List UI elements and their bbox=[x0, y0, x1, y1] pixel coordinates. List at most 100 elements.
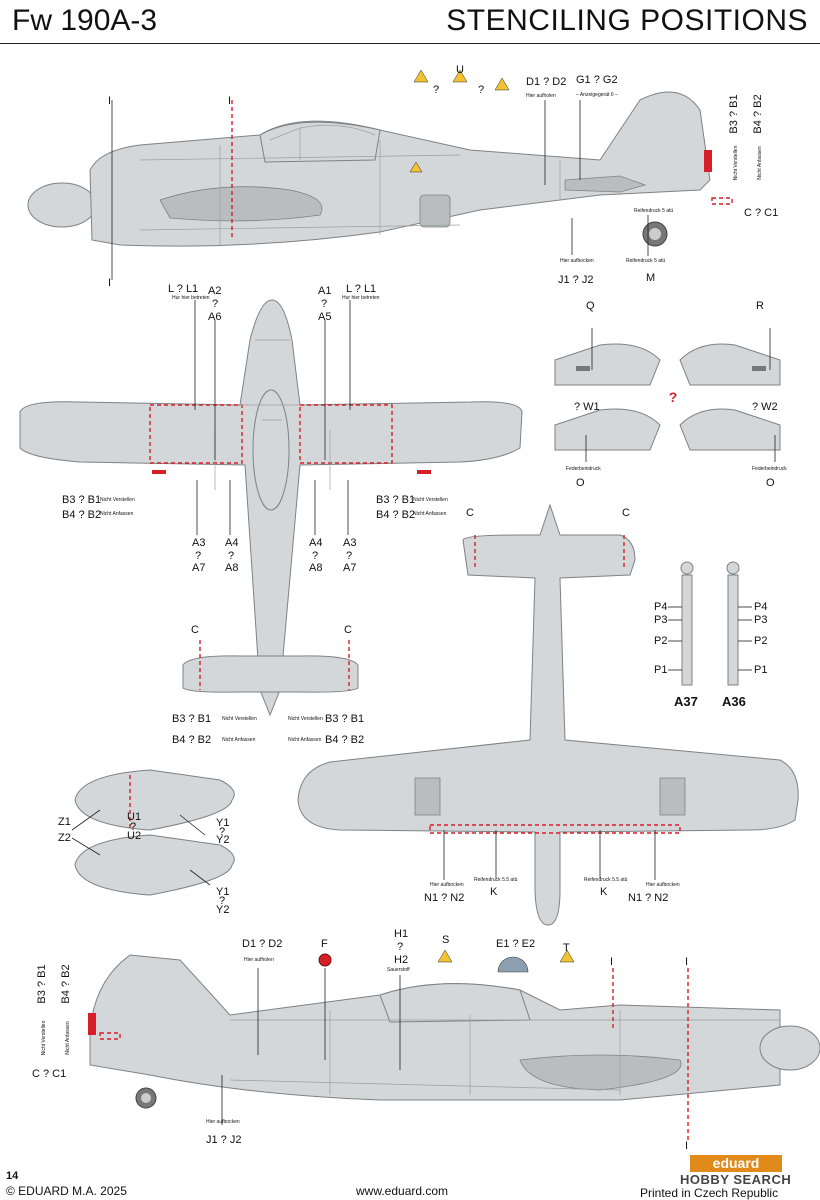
stencil-R: R bbox=[756, 300, 764, 312]
aircraft-model-title: Fw 190A-3 bbox=[12, 4, 158, 37]
printed-in-text: Printed in Czech Republic bbox=[640, 1186, 779, 1200]
plan-view-upper bbox=[19, 299, 523, 717]
stencil-A3-sep-l: ? bbox=[195, 550, 202, 562]
stencil-B3-B1-bottom: B3 ? B1 bbox=[36, 964, 48, 1004]
marker-I-3: I bbox=[108, 277, 112, 289]
stencil-nicht-anfassen-wl: Nicht Anfassen bbox=[100, 511, 134, 517]
stencil-C-lower-l: C bbox=[466, 507, 474, 519]
landing-gear-legs bbox=[668, 561, 752, 686]
stencil-A6: A6 bbox=[208, 311, 222, 323]
stencil-E1-E2: E1 ? E2 bbox=[496, 938, 536, 950]
marker-I-1: I bbox=[108, 95, 112, 107]
stencil-Z2: Z2 bbox=[58, 832, 71, 844]
stencil-C-tail-r: C bbox=[344, 624, 352, 636]
eduard-logo: eduard bbox=[690, 1155, 782, 1172]
stencil-reifendruck-5: Reifendruck 5 atü bbox=[626, 258, 666, 264]
stencil-G1-G2: G1 ? G2 bbox=[576, 74, 618, 86]
stencil-nicht-verstellen-tl: Nicht Verstellen bbox=[222, 716, 257, 722]
stencil-B4-B2-wing-r: B4 ? B2 bbox=[376, 509, 416, 521]
stencil-Y2-a: Y2 bbox=[216, 834, 230, 846]
marker-I-2: I bbox=[228, 95, 232, 107]
gear-A37-P2: P2 bbox=[654, 635, 668, 647]
gear-A36-P3: P3 bbox=[754, 614, 768, 626]
stencil-nicht-anfassen-top: Nicht Anfassen bbox=[757, 146, 763, 180]
stencil-A4-sep-r: ? bbox=[312, 550, 319, 562]
stencil-B3-B1-wing-r: B3 ? B1 bbox=[376, 494, 416, 506]
stencil-B3-B1-top: B3 ? B1 bbox=[728, 94, 740, 134]
stencil-A3-r: A3 bbox=[343, 537, 357, 549]
stencil-W1: ? W1 bbox=[574, 401, 600, 413]
stencil-hier-aufholen-bottom: Hier aufholen bbox=[244, 957, 274, 963]
stencil-nicht-verstellen-bottom: Nicht Verstellen bbox=[41, 1020, 47, 1056]
stencil-D1-D2-bottom: D1 ? D2 bbox=[242, 938, 283, 950]
stencil-nicht-verstellen-tr: Nicht Verstellen bbox=[288, 716, 323, 722]
stencil-B4-B2-wing-l: B4 ? B2 bbox=[62, 509, 102, 521]
stencil-Y1-b: Y1 bbox=[216, 886, 230, 898]
stencil-A8-r: A8 bbox=[309, 562, 323, 574]
stencil-K-l: K bbox=[490, 886, 498, 898]
hobby-search-watermark: HOBBY SEARCH bbox=[680, 1172, 792, 1187]
stencil-A7-l: A7 bbox=[192, 562, 206, 574]
stencil-H-sep: ? bbox=[397, 941, 404, 953]
stencil-hier-aufholen: Hier aufholen bbox=[526, 93, 556, 99]
stencil-hier-betreten-right: Hur hier betreten bbox=[342, 295, 380, 301]
copyright-text: © EDUARD M.A. 2025 bbox=[6, 1184, 127, 1198]
stencil-A2: A2 bbox=[208, 285, 222, 297]
gear-A37-P1: P1 bbox=[654, 664, 668, 676]
stencil-nicht-anfassen-tl: Nicht Anfassen bbox=[222, 737, 256, 743]
stencil-A2-sep: ? bbox=[212, 298, 219, 310]
stencil-C-lower-r: C bbox=[622, 507, 630, 519]
stencil-A1: A1 bbox=[318, 285, 332, 297]
stencil-hier-aufbocken-ll: Hier aufbocken bbox=[430, 882, 464, 888]
flap-details: ? bbox=[554, 328, 781, 462]
stencil-nicht-anfassen-wr: Nicht Anfassen bbox=[413, 511, 447, 517]
marker-I-4: I bbox=[610, 956, 614, 968]
stencil-hier-aufbocken-lr: Hier aufbocken bbox=[646, 882, 680, 888]
stencil-J1-J2-top: J1 ? J2 bbox=[558, 274, 594, 286]
stencil-Y-sep-b: ? bbox=[219, 895, 226, 907]
stencil-H1: H1 bbox=[394, 928, 409, 940]
stencil-U2: U2 bbox=[127, 830, 142, 842]
stencil-C-C1-bottom: C ? C1 bbox=[32, 1068, 67, 1080]
gear-A36-P4: P4 bbox=[754, 601, 768, 613]
stencil-nicht-verstellen-top: Nicht Verstellen bbox=[733, 145, 739, 181]
stencil-K-r: K bbox=[600, 886, 608, 898]
stencil-U-sep: ? bbox=[130, 821, 137, 833]
stencil-U: U bbox=[456, 64, 464, 76]
stencil-nicht-anfassen-tr: Nicht Anfassen bbox=[288, 737, 322, 743]
drop-tanks bbox=[71, 769, 235, 896]
page-number: 14 bbox=[6, 1170, 19, 1182]
stencil-O-r: O bbox=[766, 477, 775, 489]
plan-view-lower bbox=[297, 503, 799, 926]
marker-I-5: I bbox=[685, 956, 689, 968]
alt-sep-2: ? bbox=[478, 84, 485, 96]
stencil-H2: H2 bbox=[394, 954, 409, 966]
stencil-L-L1-left: L ? L1 bbox=[168, 283, 199, 295]
stencil-U1: U1 bbox=[127, 811, 142, 823]
stencil-A4-l: A4 bbox=[225, 537, 239, 549]
stencil-B3-B1-tail-l: B3 ? B1 bbox=[172, 713, 212, 725]
stencil-sauerstoff: Sauerstoff bbox=[387, 967, 410, 973]
side-view-left bbox=[27, 69, 733, 280]
gear-A36-title: A36 bbox=[722, 694, 746, 709]
stencil-N1-N2-l: N1 ? N2 bbox=[424, 892, 465, 904]
stencil-nicht-verstellen-wr: Nicht Verstellen bbox=[413, 497, 448, 503]
stencil-reifendruck-55-r: Reifendruck 5.5 atü bbox=[584, 877, 628, 883]
stencil-N1-N2-r: N1 ? N2 bbox=[628, 892, 669, 904]
stencil-C-C1-top: C ? C1 bbox=[744, 207, 779, 219]
stencil-B4-B2-bottom: B4 ? B2 bbox=[60, 964, 72, 1004]
stencil-Y2-b: Y2 bbox=[216, 904, 230, 916]
stencil-Q: Q bbox=[586, 300, 595, 312]
stencil-anzeigegeraet: – Anzeigegerät 0 – bbox=[576, 92, 618, 98]
stencil-A4-r: A4 bbox=[309, 537, 323, 549]
stencil-O-l: O bbox=[576, 477, 585, 489]
stencil-hier-aufbocken-bottom: Hier aufbocken bbox=[206, 1119, 240, 1125]
stencil-federbeindruck-l: Federbeindruck bbox=[566, 466, 601, 472]
header-divider bbox=[0, 43, 820, 44]
gear-A36-P2: P2 bbox=[754, 635, 768, 647]
website-link[interactable]: www.eduard.com bbox=[356, 1184, 449, 1198]
stencil-W2: ? W2 bbox=[752, 401, 778, 413]
gear-A37-P4: P4 bbox=[654, 601, 668, 613]
stencil-A4-sep-l: ? bbox=[228, 550, 235, 562]
